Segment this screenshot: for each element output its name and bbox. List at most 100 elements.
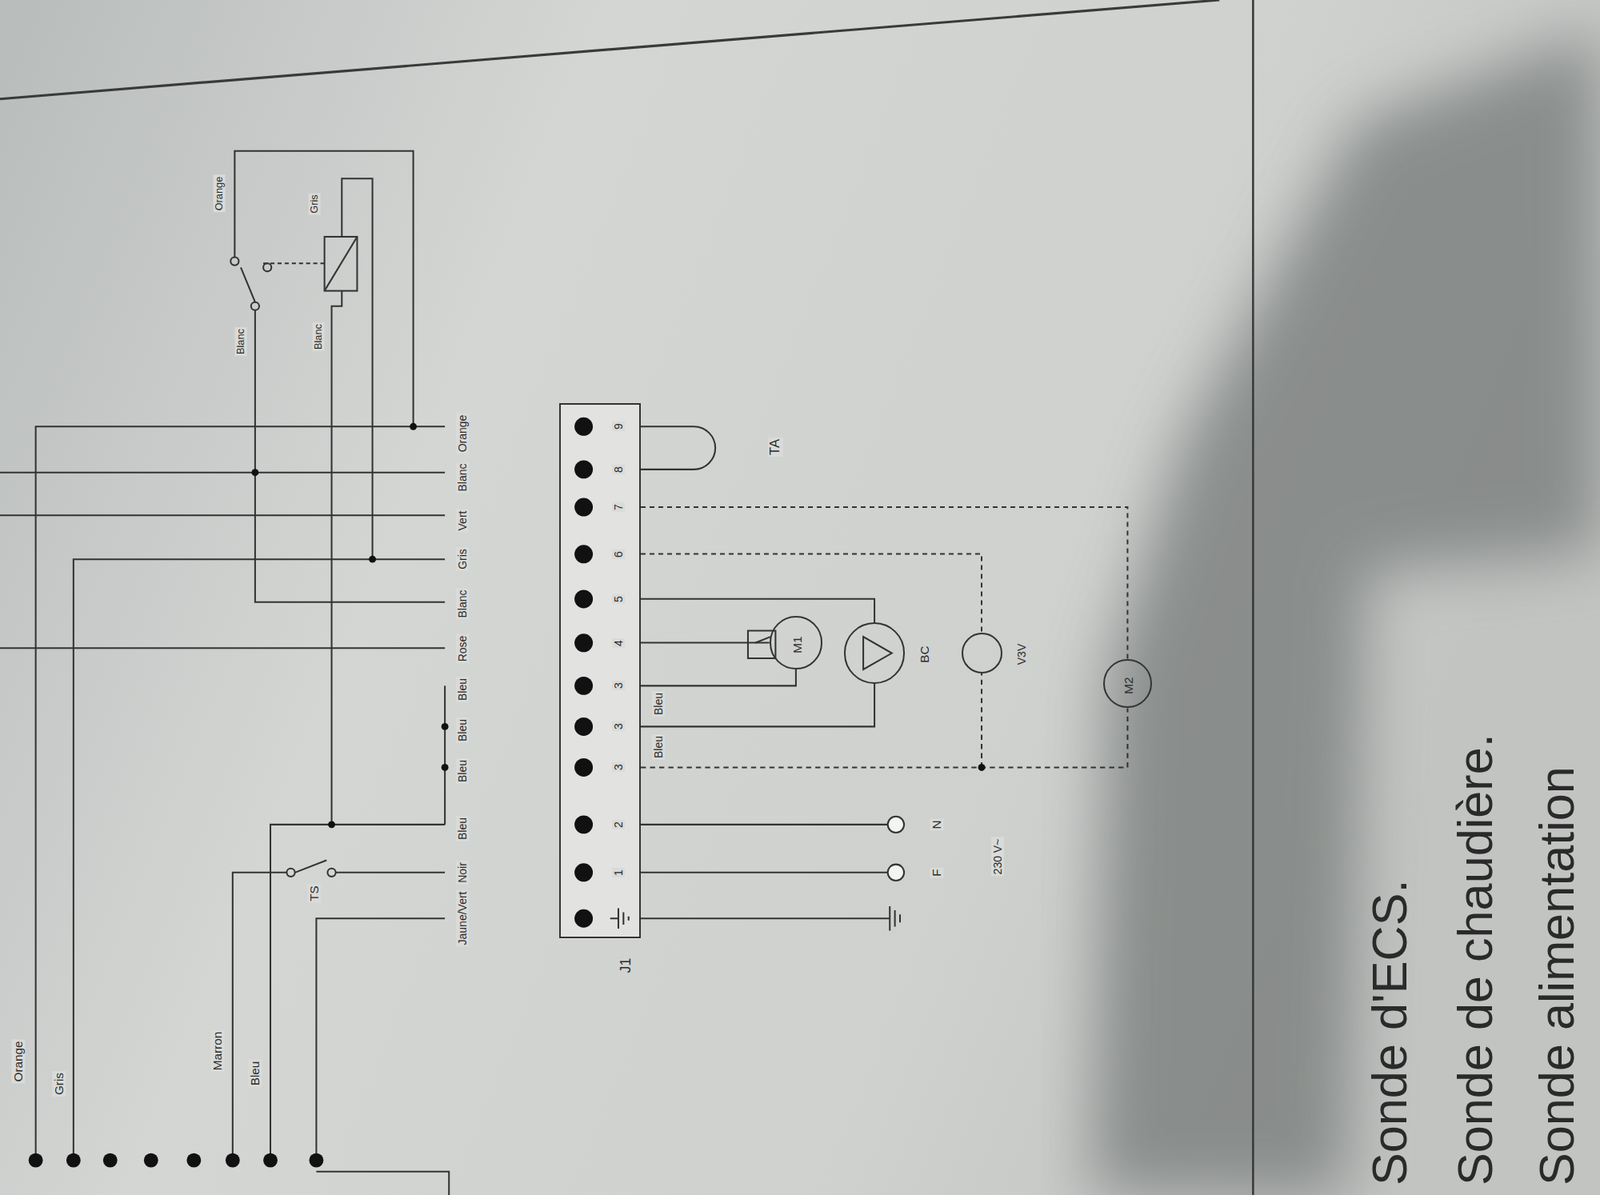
node-label: M1	[791, 636, 804, 653]
shadow	[1092, 30, 1600, 1195]
supply-terminal	[888, 816, 904, 833]
wire-color: Bleu	[456, 676, 469, 703]
terminal-dot	[574, 676, 593, 696]
wire	[444, 685, 446, 825]
wire	[640, 824, 888, 826]
contact-point	[251, 302, 260, 311]
motor-circle: M1	[769, 616, 823, 669]
wires	[0, 151, 1128, 1195]
terminal-dot	[574, 717, 593, 736]
junction-dot	[441, 723, 449, 731]
terminals	[888, 816, 904, 881]
wire-color: Orange	[456, 413, 469, 455]
terminal-block-fill	[559, 403, 641, 940]
relay-coil	[324, 236, 358, 292]
wire-color: Bleu	[456, 816, 469, 842]
wire	[232, 872, 288, 1161]
node-label: M2	[1123, 676, 1136, 694]
connector-dot	[28, 1153, 44, 1168]
contact-point	[263, 263, 272, 272]
terminal-dot	[574, 460, 593, 479]
relay-coil	[324, 236, 358, 292]
pin-number: 3	[612, 762, 625, 772]
dots	[28, 417, 986, 1168]
wire-color: Vert	[456, 508, 469, 532]
wire-color: Blanc	[456, 461, 469, 493]
frame	[316, 1172, 449, 1195]
connector-dot	[308, 1153, 324, 1168]
wire-color: Bleu	[652, 691, 665, 717]
terminal-dot	[574, 544, 593, 564]
wire-connector	[640, 642, 770, 644]
wire-connector	[640, 554, 982, 633]
wire	[980, 673, 983, 768]
junction-dot	[368, 556, 376, 564]
wire	[316, 918, 445, 1160]
wire	[36, 426, 445, 1160]
pin-number: 9	[612, 421, 625, 432]
connector-dot	[225, 1153, 240, 1168]
wire-connector	[640, 599, 875, 623]
ground-symbol	[889, 906, 900, 932]
wire-color: Jaune/Vert	[456, 889, 469, 947]
contact-point	[230, 257, 239, 266]
pump-circle: BC	[844, 622, 906, 684]
wire-color: Orange	[11, 1039, 25, 1084]
wire	[0, 514, 445, 516]
terminal-dot	[574, 417, 593, 436]
node-label: V3V	[1016, 644, 1028, 665]
wire	[73, 559, 445, 1160]
terminal-dot	[574, 909, 593, 928]
page-border	[1252, 0, 1255, 1195]
wire	[341, 178, 372, 560]
part-name: TA	[768, 437, 784, 457]
wire-color: Bleu	[456, 717, 469, 744]
pin-name: F	[929, 867, 944, 878]
pin-number: 3	[612, 721, 625, 732]
wire	[332, 291, 343, 825]
wire-color: Bleu	[248, 1060, 262, 1088]
ts-contact	[295, 860, 328, 873]
wire-color: Gris	[308, 192, 320, 215]
connector-dot	[144, 1153, 159, 1168]
pin-number: 6	[612, 549, 625, 560]
junction-dot	[251, 468, 259, 476]
terminal-dot	[574, 498, 593, 517]
wire	[234, 151, 413, 427]
wire	[640, 708, 1128, 768]
pin-number: 5	[612, 594, 625, 604]
connector-dot	[66, 1153, 81, 1168]
connector-dot	[263, 1153, 278, 1168]
terminal-dot	[574, 758, 593, 777]
pin-number: 4	[612, 638, 625, 648]
wire-color: Bleu	[652, 734, 665, 760]
junction-dot	[409, 423, 417, 431]
wire	[0, 472, 445, 474]
wire	[336, 872, 445, 874]
voltage: 230 V~	[991, 837, 1004, 877]
part-name: TS	[307, 884, 321, 904]
junction-dot	[978, 764, 986, 772]
wire	[640, 872, 888, 874]
pump-symbol	[863, 636, 892, 670]
supply-terminal	[888, 864, 904, 881]
wire-connector	[640, 507, 1128, 660]
wire-color: Gris	[52, 1071, 66, 1097]
valve-circle: V3V	[961, 632, 1003, 674]
legend-note: Sonde alimentation	[1530, 766, 1584, 1186]
relay-link	[263, 262, 325, 264]
terminal-block: J1	[559, 403, 641, 940]
terminal-dot	[574, 633, 593, 652]
node-label: BC	[919, 646, 932, 664]
ground-symbol	[610, 908, 629, 929]
wire	[640, 917, 890, 920]
node-label: J1	[619, 958, 634, 974]
pin-number: 3	[612, 680, 625, 691]
pin-number: 8	[612, 464, 625, 475]
terminal-dot	[574, 589, 593, 608]
wire-color: Gris	[456, 547, 469, 572]
wire	[640, 669, 796, 686]
wire-color: Orange	[213, 175, 226, 213]
